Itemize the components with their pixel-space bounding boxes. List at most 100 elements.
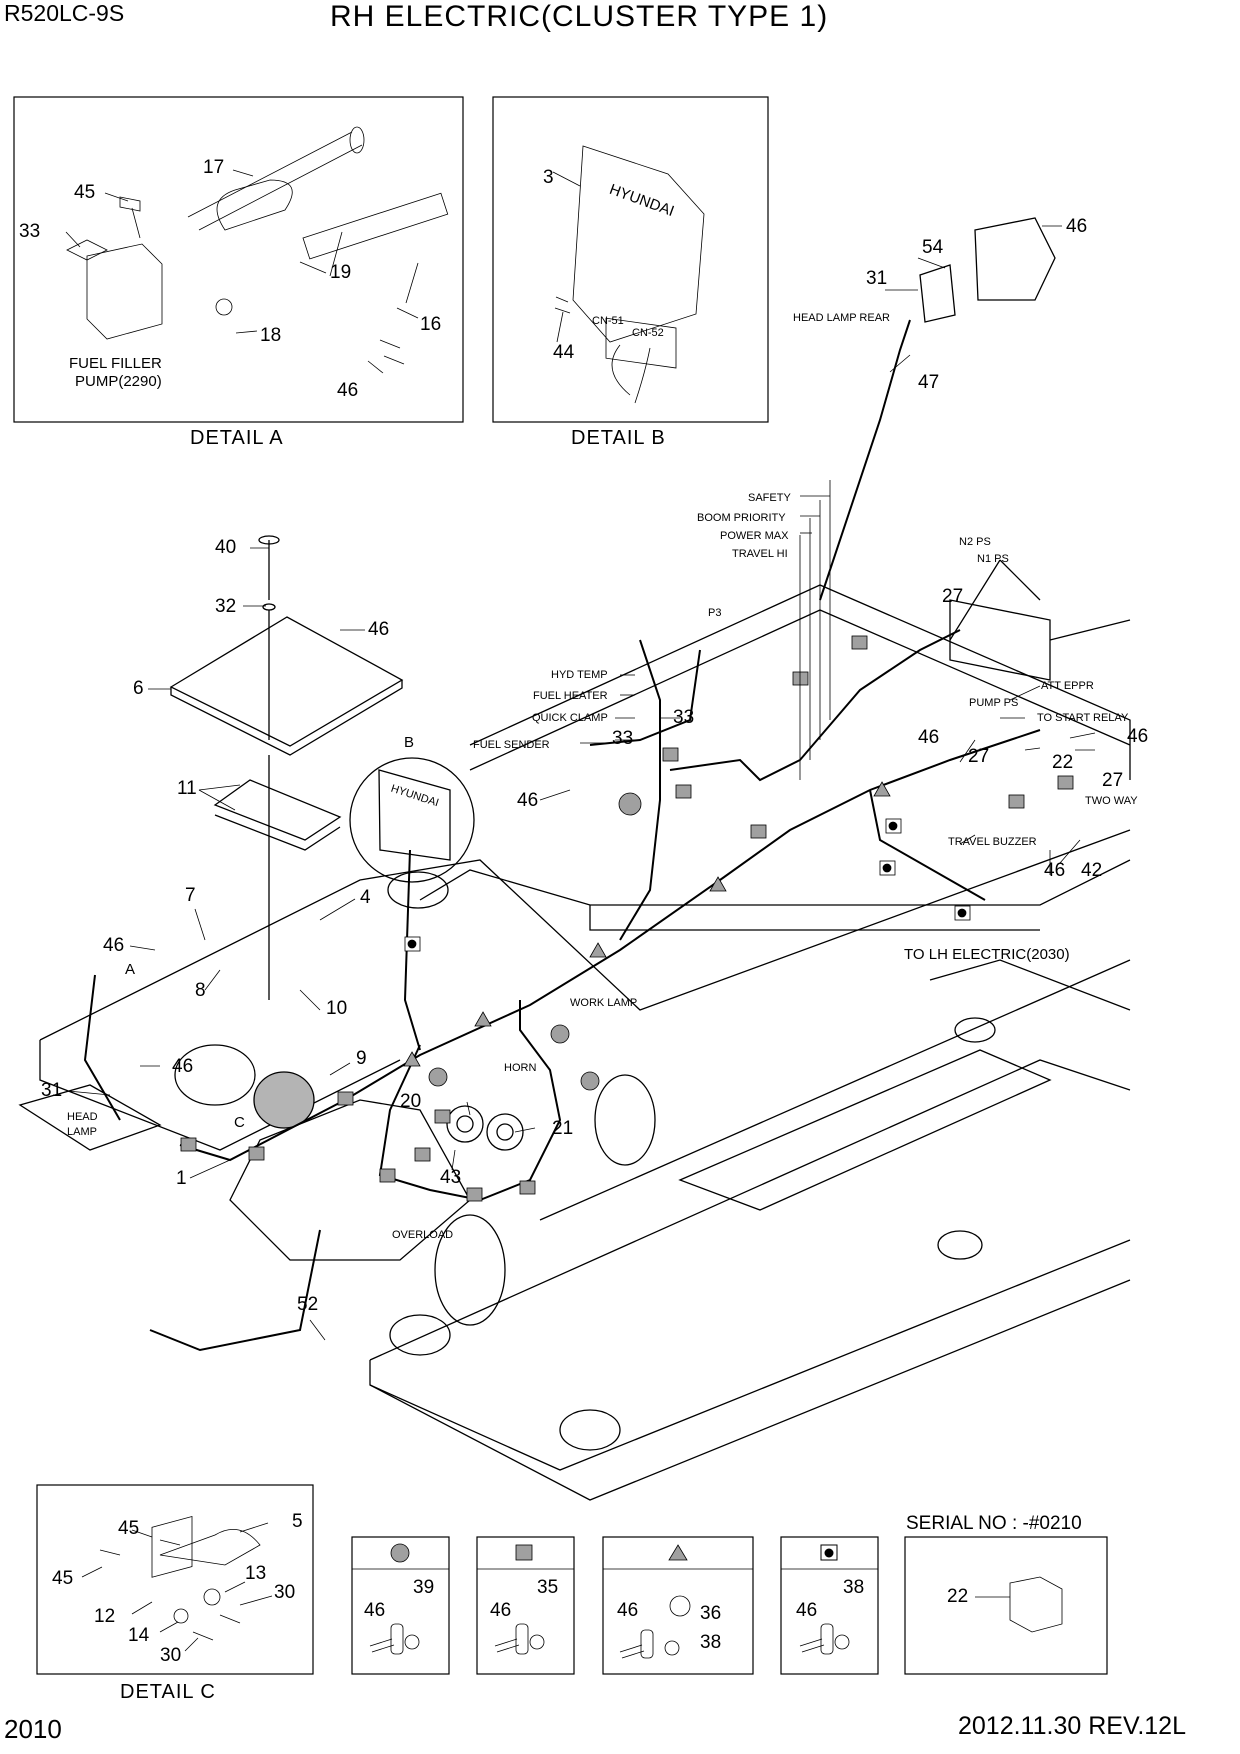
callout-3: 3 bbox=[543, 167, 554, 188]
model-code: R520LC-9S bbox=[4, 0, 125, 26]
callout-8: 8 bbox=[195, 980, 206, 1001]
serial-number-label: SERIAL NO : -#0210 bbox=[906, 1513, 1082, 1534]
legend-square-frame bbox=[476, 1536, 575, 1675]
callout-46-rr: 46 bbox=[1127, 726, 1149, 747]
callout-1: 1 bbox=[176, 1168, 187, 1189]
fuel-sender-label: FUEL SENDER bbox=[473, 739, 550, 751]
callout-6: 6 bbox=[133, 678, 144, 699]
legend-triangle-part-b: 38 bbox=[700, 1632, 722, 1653]
callout-27-mid: 27 bbox=[968, 746, 990, 767]
detail-c-callout-12: 12 bbox=[94, 1606, 116, 1627]
detail-b-frame bbox=[492, 96, 769, 423]
callout-31-left: 31 bbox=[41, 1080, 63, 1101]
callout-46-left: 46 bbox=[103, 935, 125, 956]
detail-c-callout-30b: 30 bbox=[160, 1645, 182, 1666]
serial-part: 22 bbox=[947, 1586, 969, 1607]
callout-42: 42 bbox=[1081, 860, 1103, 881]
callout-33-b: 33 bbox=[612, 728, 634, 749]
power-max-label: POWER MAX bbox=[720, 530, 789, 542]
work-lamp-label: WORK LAMP bbox=[570, 997, 638, 1009]
fuel-pump-label-2: PUMP(2290) bbox=[75, 373, 162, 390]
head-lamp-rear-label: HEAD LAMP REAR bbox=[793, 312, 890, 324]
callout-11: 11 bbox=[177, 778, 197, 799]
to-start-relay-label: TO START RELAY bbox=[1037, 712, 1129, 724]
callout-10: 10 bbox=[326, 998, 348, 1019]
callout-9: 9 bbox=[356, 1048, 367, 1069]
detail-c-callout-45b: 45 bbox=[52, 1568, 74, 1589]
legend-dotbox-part: 38 bbox=[843, 1577, 865, 1598]
head-lamp-label-1: HEAD bbox=[67, 1111, 98, 1123]
horn-label: HORN bbox=[504, 1062, 537, 1074]
detail-c-frame bbox=[36, 1484, 314, 1675]
callout-46-mid: 46 bbox=[172, 1056, 194, 1077]
detail-b-ref: B bbox=[404, 734, 415, 751]
detail-c-callout-14: 14 bbox=[128, 1625, 150, 1646]
detail-c-callout-5: 5 bbox=[292, 1511, 303, 1532]
to-lh-electric-label: TO LH ELECTRIC(2030) bbox=[904, 946, 1070, 963]
callout-7: 7 bbox=[185, 885, 196, 906]
n2ps-label: N2 PS bbox=[959, 536, 991, 548]
callout-27-r: 27 bbox=[1102, 770, 1124, 791]
callout-33: 33 bbox=[19, 221, 41, 242]
filled-square-icon bbox=[824, 1548, 834, 1558]
p3-label: P3 bbox=[708, 607, 722, 619]
callout-46-plate: 46 bbox=[368, 619, 390, 640]
pump-ps-label: PUMP PS bbox=[969, 697, 1019, 709]
callout-45: 45 bbox=[74, 182, 96, 203]
detail-a-caption: DETAIL A bbox=[190, 427, 284, 449]
att-eppr-label: ATT EPPR bbox=[1041, 680, 1094, 692]
legend-triangle-46: 46 bbox=[617, 1600, 639, 1621]
callout-17: 17 bbox=[203, 157, 225, 178]
callout-54: 54 bbox=[922, 237, 944, 258]
fuel-heater-label: FUEL HEATER bbox=[533, 690, 608, 702]
callout-44: 44 bbox=[553, 342, 575, 363]
callout-46-top: 46 bbox=[1066, 216, 1088, 237]
callout-19: 19 bbox=[330, 262, 352, 283]
circle-icon bbox=[390, 1543, 410, 1563]
callout-18: 18 bbox=[260, 325, 282, 346]
legend-square-46: 46 bbox=[490, 1600, 512, 1621]
callout-40: 40 bbox=[215, 537, 237, 558]
callout-52: 52 bbox=[297, 1294, 319, 1315]
legend-circle-frame bbox=[351, 1536, 450, 1675]
callout-27-top: 27 bbox=[942, 586, 964, 607]
legend-circle-part: 39 bbox=[413, 1577, 435, 1598]
callout-43: 43 bbox=[440, 1167, 462, 1188]
callout-31-top: 31 bbox=[866, 268, 888, 289]
callout-16: 16 bbox=[420, 314, 442, 335]
callout-22: 22 bbox=[1052, 752, 1074, 773]
head-lamp-label-2: LAMP bbox=[67, 1126, 97, 1138]
legend-triangle-part-a: 36 bbox=[700, 1603, 722, 1624]
n1ps-label: N1 PS bbox=[977, 553, 1009, 565]
safety-label: SAFETY bbox=[748, 492, 791, 504]
page-title: RH ELECTRIC(CLUSTER TYPE 1) bbox=[330, 0, 829, 33]
callout-33-a: 33 bbox=[673, 707, 695, 728]
detail-c-callout-45a: 45 bbox=[118, 1518, 140, 1539]
serial-frame bbox=[904, 1536, 1108, 1675]
revision-date: 2012.11.30 REV.12L bbox=[958, 1712, 1186, 1740]
detail-b-caption: DETAIL B bbox=[571, 427, 666, 449]
legend-circle-46: 46 bbox=[364, 1600, 386, 1621]
callout-32: 32 bbox=[215, 596, 237, 617]
callout-46: 46 bbox=[337, 380, 359, 401]
callout-46-r: 46 bbox=[918, 727, 940, 748]
boom-priority-label: BOOM PRIORITY bbox=[697, 512, 786, 524]
detail-c-callout-13: 13 bbox=[245, 1563, 267, 1584]
detail-a-frame bbox=[13, 96, 464, 423]
square-icon bbox=[515, 1544, 533, 1561]
detail-c-caption: DETAIL C bbox=[120, 1681, 216, 1703]
page-number: 2010 bbox=[4, 1714, 62, 1744]
travel-hi-label: TRAVEL HI bbox=[732, 548, 788, 560]
fuel-pump-label-1: FUEL FILLER bbox=[69, 355, 162, 372]
callout-4: 4 bbox=[360, 887, 371, 908]
hyd-temp-label: HYD TEMP bbox=[551, 669, 608, 681]
triangle-icon bbox=[668, 1544, 688, 1561]
overload-label: OVERLOAD bbox=[392, 1229, 454, 1241]
detail-c-ref: C bbox=[234, 1114, 245, 1131]
detail-a-ref: A bbox=[125, 961, 136, 978]
legend-dotbox-frame bbox=[780, 1536, 879, 1675]
legend-square-part: 35 bbox=[537, 1577, 559, 1598]
quick-clamp-label: QUICK CLAMP bbox=[532, 712, 608, 724]
callout-46-tb: 46 bbox=[1044, 860, 1066, 881]
